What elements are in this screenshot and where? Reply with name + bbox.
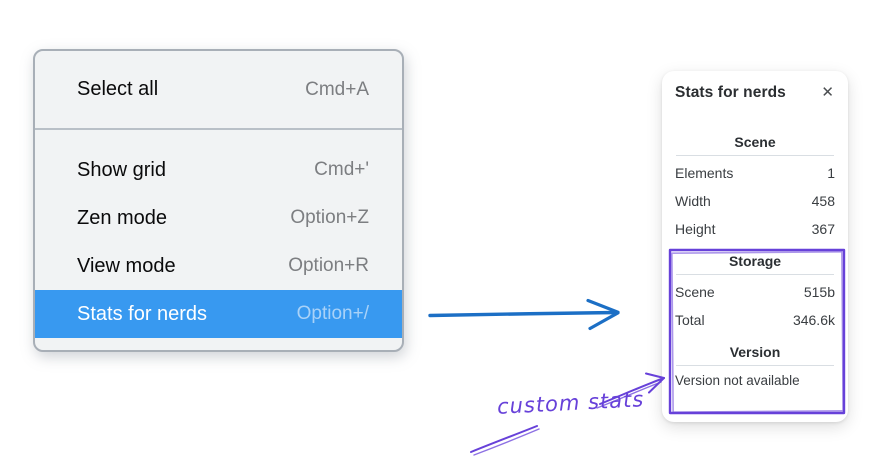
stat-label: Elements [675, 165, 734, 181]
menu-item-shortcut: Cmd+' [314, 159, 369, 180]
menu-item-shortcut: Option+/ [296, 303, 369, 324]
menu-item-zen-mode[interactable]: Zen mode Option+Z [35, 194, 402, 242]
context-menu-group-top: Select all Cmd+A [35, 51, 402, 128]
annotation-label: custom stats [496, 387, 645, 419]
stat-label: Width [675, 193, 711, 209]
menu-item-view-mode[interactable]: View mode Option+R [35, 242, 402, 290]
section-divider [676, 274, 834, 275]
stat-label: Total [675, 312, 705, 328]
version-note: Version not available [675, 373, 800, 388]
menu-item-stats-for-nerds[interactable]: Stats for nerds Option+/ [35, 290, 402, 338]
stat-value: 458 [811, 193, 835, 209]
section-divider [676, 365, 834, 366]
stat-label: Scene [675, 284, 715, 300]
stat-row-height: Height 367 [675, 215, 835, 243]
stats-panel-title: Stats for nerds [675, 84, 786, 101]
stats-panel-header: Stats for nerds ✕ [675, 84, 835, 102]
menu-separator [35, 128, 402, 130]
section-heading-storage: Storage [728, 253, 782, 269]
context-menu: Select all Cmd+A Show grid Cmd+' Zen mod… [33, 49, 404, 352]
stat-row-total-storage: Total 346.6k [675, 306, 835, 334]
menu-item-show-grid[interactable]: Show grid Cmd+' [35, 146, 402, 194]
menu-item-shortcut: Option+Z [290, 207, 369, 228]
stat-row-scene-storage: Scene 515b [675, 278, 835, 306]
stat-value: 1 [827, 165, 835, 181]
stat-value: 346.6k [792, 312, 835, 328]
section-heading-scene: Scene [734, 134, 776, 150]
stat-value: 367 [811, 221, 835, 237]
menu-item-select-all[interactable]: Select all Cmd+A [35, 66, 402, 113]
section-heading-version: Version [729, 344, 781, 360]
menu-item-label: Zen mode [77, 206, 168, 229]
section-divider [676, 155, 834, 156]
stat-row-width: Width 458 [675, 187, 835, 215]
menu-item-shortcut: Option+R [288, 255, 369, 276]
stats-panel: Stats for nerds ✕ Scene Elements 1 Width… [662, 71, 848, 422]
menu-item-label: Select all [77, 78, 159, 100]
stat-row-elements: Elements 1 [675, 159, 835, 187]
stat-label: Height [675, 221, 716, 237]
close-icon[interactable]: ✕ [821, 83, 834, 101]
context-menu-group-main: Show grid Cmd+' Zen mode Option+Z View m… [35, 130, 402, 338]
flow-arrow-icon [428, 298, 620, 331]
menu-item-shortcut: Cmd+A [305, 78, 369, 100]
menu-item-label: Show grid [77, 158, 166, 181]
menu-item-label: Stats for nerds [77, 302, 208, 325]
menu-item-label: View mode [77, 254, 176, 277]
stat-value: 515b [803, 284, 835, 300]
